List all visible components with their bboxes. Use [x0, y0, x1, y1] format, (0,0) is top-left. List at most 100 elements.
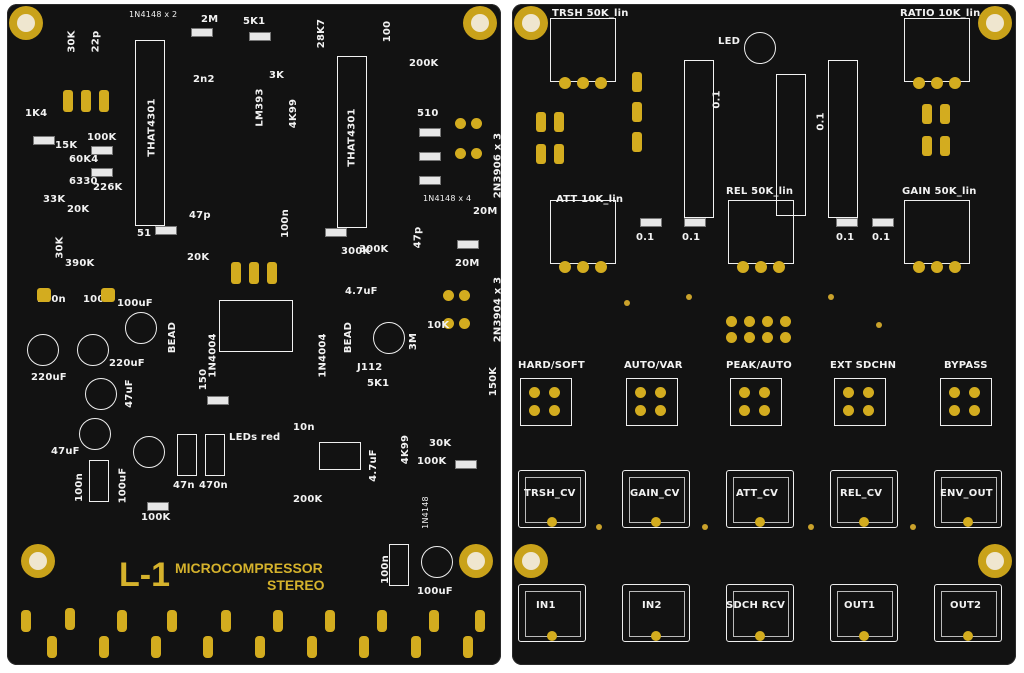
via	[910, 524, 916, 530]
jack-footprint-in2	[622, 584, 690, 642]
via-pad	[780, 332, 791, 343]
smd-capacitor	[640, 218, 662, 227]
silkscreen-label: 51	[137, 228, 152, 239]
pot-footprint-ratio	[904, 18, 970, 89]
silkscreen-label: 1K4	[25, 108, 48, 119]
edge-pad	[203, 636, 213, 658]
via-pad	[744, 316, 755, 327]
electrolytic-cap-outline	[27, 334, 59, 366]
silkscreen-label: 100n	[83, 294, 112, 305]
pot-label-trsh: TRSH 50K_lin	[552, 8, 629, 19]
silkscreen-label: 150	[198, 368, 210, 391]
switch-label-hard-soft: HARD/SOFT	[518, 360, 585, 371]
via	[686, 294, 692, 300]
jack-label-trsh-cv: TRSH_CV	[524, 488, 576, 499]
switch-footprint-peak-auto	[730, 378, 782, 426]
mounting-hole	[514, 544, 548, 578]
smd-resistor	[91, 146, 113, 155]
silkscreen-label: 20M	[473, 206, 498, 217]
silkscreen-label: 3M	[408, 332, 420, 351]
smd-resistor	[91, 168, 113, 177]
edge-pad	[21, 610, 31, 632]
smd-resistor	[33, 136, 55, 145]
edge-pad	[151, 636, 161, 658]
edge-pad	[325, 610, 335, 632]
header-pad	[632, 72, 642, 92]
header-pad	[940, 104, 950, 124]
header-pad	[81, 90, 91, 112]
cap-label: 0.1	[872, 232, 891, 243]
electrolytic-cap-outline	[373, 322, 405, 354]
silkscreen-label: 100K	[87, 132, 117, 143]
silkscreen-label: 2N3904 x 3	[492, 276, 504, 343]
smd-resistor	[419, 176, 441, 185]
pot-footprint-gain	[904, 200, 970, 273]
header-pad	[249, 262, 259, 284]
logo-l1: L-1	[119, 556, 170, 594]
silkscreen-label: 300K	[341, 246, 371, 257]
socket-footprint	[684, 60, 714, 218]
smd-resistor	[419, 128, 441, 137]
silkscreen-label: 33K	[43, 194, 66, 205]
jack-footprint-env-out	[934, 470, 1002, 528]
transistor-pad	[459, 290, 470, 301]
mounting-hole	[463, 6, 497, 40]
silkscreen-label: 15K	[55, 140, 78, 151]
via-pad	[726, 332, 737, 343]
via-pad	[762, 316, 773, 327]
mounting-hole	[978, 6, 1012, 40]
jack-label-env-out: ENV_OUT	[940, 488, 993, 499]
edge-pad	[273, 610, 283, 632]
capacitor-outline	[389, 544, 409, 586]
silkscreen-label: 1N4148	[420, 496, 430, 529]
cap-label: 0.1	[711, 90, 723, 109]
switch-footprint-hard-soft	[520, 378, 572, 426]
via-pad	[762, 332, 773, 343]
silkscreen-label: 5K1	[243, 16, 266, 27]
electrolytic-cap-outline	[133, 436, 165, 468]
cap-label: 0.1	[636, 232, 655, 243]
silkscreen-label: BEAD	[343, 321, 355, 354]
via	[808, 524, 814, 530]
connector-footprint	[219, 300, 293, 352]
smd-resistor	[191, 28, 213, 37]
switch-label-auto-var: AUTO/VAR	[624, 360, 683, 371]
switch-footprint-bypass	[940, 378, 992, 426]
silkscreen-label: 510	[417, 108, 439, 119]
silkscreen-label: 100K	[141, 512, 171, 523]
transistor-pad	[471, 118, 482, 129]
jack-label-sdch-rcv: SDCH RCV	[726, 600, 786, 611]
silkscreen-label: 22p	[90, 30, 102, 53]
switch-label-peak-auto: PEAK/AUTO	[726, 360, 792, 371]
led-outline	[744, 32, 776, 64]
pot-footprint-trsh	[550, 18, 616, 89]
silkscreen-label: 1N4148 x 2	[129, 10, 178, 19]
edge-pad	[359, 636, 369, 658]
transistor-pad	[459, 318, 470, 329]
header-pad	[554, 144, 564, 164]
pot-label-gain: GAIN 50K_lin	[902, 186, 977, 197]
transistor-pad	[443, 318, 454, 329]
silkscreen-label: 28K7	[316, 18, 328, 49]
jack-label-rel-cv: REL_CV	[840, 488, 883, 499]
silkscreen-label: 20K	[67, 204, 90, 215]
capacitor-outline	[177, 434, 197, 476]
via	[596, 524, 602, 530]
via-pad	[780, 316, 791, 327]
switch-label-ext-sdchn: EXT SDCHN	[830, 360, 897, 371]
pot-footprint-rel	[728, 200, 794, 273]
via	[702, 524, 708, 530]
silkscreen-label: 226K	[93, 182, 123, 193]
socket-footprint	[828, 60, 858, 218]
silkscreen-label: 1N4004	[317, 333, 329, 378]
silkscreen-label: 6330	[69, 176, 98, 187]
silkscreen-label: 1N4004	[207, 333, 219, 378]
header-pad	[37, 288, 51, 302]
silkscreen-label: 100	[382, 20, 394, 43]
smd-resistor	[249, 32, 271, 41]
edge-pad	[463, 636, 473, 658]
jack-footprint-out2	[934, 584, 1002, 642]
ic-footprint-that4301-left	[135, 40, 165, 226]
silkscreen-label: LM393	[254, 88, 266, 127]
pot-footprint-att	[550, 200, 616, 273]
